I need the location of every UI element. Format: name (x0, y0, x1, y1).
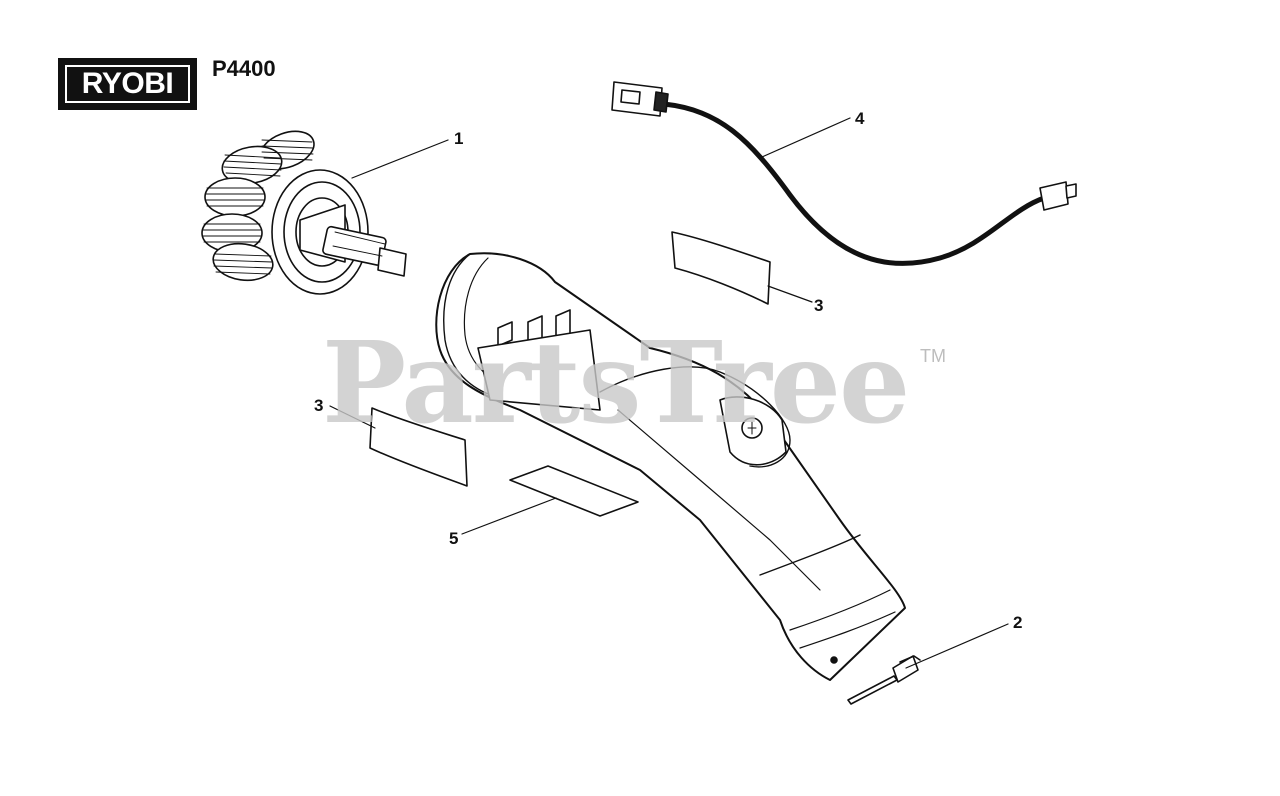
leader-line-1 (351, 139, 449, 179)
logo-text: RYOBI (81, 67, 174, 100)
leader-line-2 (905, 623, 1009, 669)
model-number: P4400 (212, 56, 276, 81)
power-scrubber-body (435, 252, 906, 681)
usb-charging-cable (611, 81, 1077, 266)
label-side (369, 407, 468, 487)
data-label (509, 465, 639, 517)
callout-2: 2 (1013, 613, 1023, 632)
callout-1: 1 (454, 129, 464, 148)
watermark-trademark: TM (920, 346, 946, 366)
charging-port-cover (847, 655, 921, 705)
watermark: PartsTree (322, 318, 910, 449)
leader-line-4 (761, 117, 851, 158)
callout-3-top: 3 (814, 296, 824, 315)
callout-3-side: 3 (314, 396, 324, 415)
scrub-brush-head (201, 130, 407, 295)
leader-line-5 (461, 497, 557, 535)
ryobi-logo: RYOBI (58, 58, 197, 110)
callout-5: 5 (449, 529, 459, 548)
callout-4: 4 (855, 109, 865, 128)
label-top (671, 231, 771, 305)
leader-line-3-top (767, 285, 813, 303)
ryobi-logo-frame: RYOBI (65, 65, 190, 103)
leader-line-3-side (329, 405, 376, 429)
